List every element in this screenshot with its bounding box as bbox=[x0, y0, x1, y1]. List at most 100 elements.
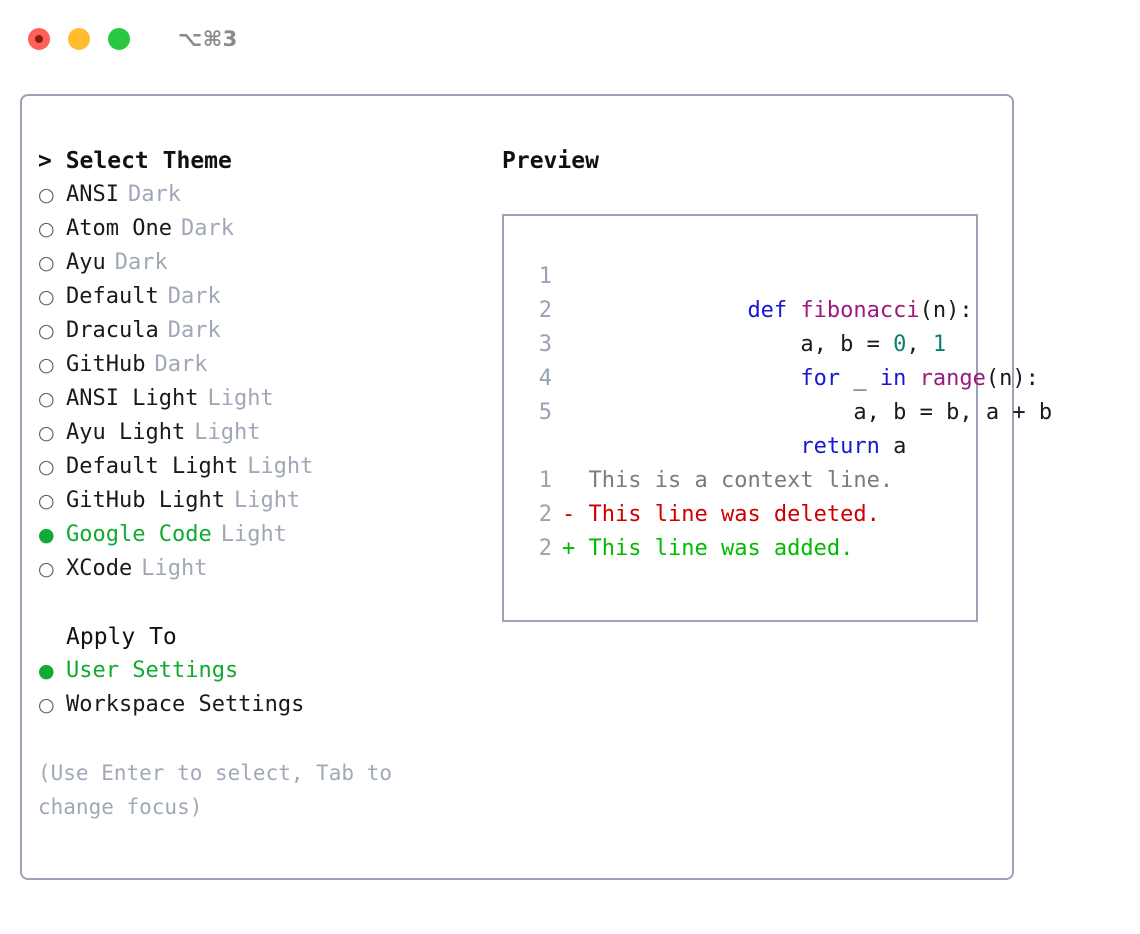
code-token: _ bbox=[853, 366, 880, 391]
code-token: a, b = bbox=[747, 332, 894, 357]
diff-line-context: 1 This is a context line. bbox=[518, 464, 976, 498]
diff-text: This line was deleted. bbox=[588, 502, 880, 527]
radio-icon: ○ bbox=[38, 456, 55, 478]
diff-marker: - bbox=[562, 502, 589, 527]
code-token: range bbox=[919, 366, 986, 391]
theme-option-ansi-light[interactable]: ○ ANSI Light Light bbox=[38, 382, 478, 416]
line-number: 3 bbox=[538, 332, 552, 357]
diff-line-deleted: 2 - This line was deleted. bbox=[518, 498, 976, 532]
apply-to-option-label: Workspace Settings bbox=[66, 692, 305, 717]
radio-icon: ○ bbox=[38, 184, 55, 206]
radio-icon: ○ bbox=[38, 286, 55, 308]
radio-icon-selected: ● bbox=[38, 660, 55, 682]
code-token: (n): bbox=[919, 298, 973, 323]
preview-code-box: 1 def fibonacci(n): 2 a, b = 0, 1 3 bbox=[502, 214, 1052, 622]
theme-option-ayu-light[interactable]: ○ Ayu Light Light bbox=[38, 416, 478, 450]
radio-icon: ○ bbox=[38, 694, 55, 716]
theme-option-xcode[interactable]: ○ XCode Light bbox=[38, 552, 478, 586]
theme-option-ansi[interactable]: ○ ANSI Dark bbox=[38, 178, 478, 212]
theme-option-label: GitHub Light bbox=[66, 488, 225, 513]
theme-option-label: ANSI bbox=[66, 182, 119, 207]
line-number: 5 bbox=[538, 400, 552, 425]
code-token: 1 bbox=[932, 332, 947, 357]
theme-option-tag: Dark bbox=[114, 250, 168, 275]
line-number: 2 bbox=[538, 536, 552, 561]
theme-option-atom-one[interactable]: ○ Atom One Dark bbox=[38, 212, 478, 246]
code-content: for _ in range(n): bbox=[562, 328, 1039, 430]
theme-picker-dialog: > Select Theme ○ ANSI Dark ○ Atom One Da… bbox=[20, 94, 1052, 880]
theme-option-tag: Dark bbox=[127, 182, 181, 207]
theme-option-default-light[interactable]: ○ Default Light Light bbox=[38, 450, 478, 484]
theme-option-tag: Light bbox=[220, 522, 287, 547]
theme-option-tag: Light bbox=[141, 556, 208, 581]
close-window-button[interactable] bbox=[28, 28, 50, 50]
apply-to-option-workspace-settings[interactable]: ○ Workspace Settings bbox=[38, 688, 478, 722]
theme-option-ayu[interactable]: ○ Ayu Dark bbox=[38, 246, 478, 280]
radio-icon: ○ bbox=[38, 218, 55, 240]
diff-marker bbox=[562, 464, 589, 498]
theme-option-tag: Light bbox=[233, 488, 301, 513]
code-line: 2 a, b = 0, 1 bbox=[518, 294, 976, 357]
radio-icon-selected: ● bbox=[38, 524, 55, 546]
theme-option-label: Atom One bbox=[66, 216, 172, 241]
window-shortcut-label: ⌥⌘3 bbox=[178, 27, 238, 51]
apply-to-option-label: User Settings bbox=[66, 658, 239, 683]
code-token: def bbox=[747, 298, 801, 323]
maximize-window-button[interactable] bbox=[108, 28, 130, 50]
theme-list[interactable]: ○ ANSI Dark ○ Atom One Dark ○ Ayu Dark bbox=[38, 178, 478, 586]
radio-icon: ○ bbox=[38, 558, 55, 580]
theme-option-github[interactable]: ○ GitHub Dark bbox=[38, 348, 478, 382]
close-icon bbox=[35, 35, 43, 43]
diff-text: This line was added. bbox=[588, 536, 854, 561]
apply-to-option-user-settings[interactable]: ● User Settings bbox=[38, 654, 478, 688]
radio-icon: ○ bbox=[38, 354, 55, 376]
code-content: a, b = 0, 1 bbox=[562, 294, 946, 396]
apply-to-section: Apply To ● User Settings ○ Workspace Set… bbox=[38, 620, 478, 722]
diff-marker: + bbox=[562, 536, 589, 561]
theme-option-label: Ayu bbox=[66, 250, 106, 275]
theme-option-tag: Light bbox=[194, 420, 261, 445]
code-token: return bbox=[747, 434, 894, 459]
line-number: 1 bbox=[538, 468, 552, 493]
code-line: 3 for _ in range(n): bbox=[518, 328, 1039, 391]
theme-option-tag: Dark bbox=[167, 318, 221, 343]
code-line: 5 return a bbox=[518, 396, 976, 459]
code-line: 1 def fibonacci(n): bbox=[518, 260, 976, 323]
line-number: 2 bbox=[538, 298, 552, 323]
theme-option-label: Ayu Light bbox=[66, 420, 186, 445]
radio-icon: ○ bbox=[38, 320, 55, 342]
theme-option-label: Dracula bbox=[66, 318, 159, 343]
code-content: a, b = b, a + b bbox=[562, 362, 1052, 464]
code-token: a bbox=[893, 434, 907, 459]
theme-option-label: Google Code bbox=[66, 522, 212, 547]
code-token: 0 bbox=[893, 332, 907, 357]
code-token: in bbox=[879, 366, 920, 391]
theme-option-label: Default Light bbox=[66, 454, 239, 479]
radio-icon: ○ bbox=[38, 388, 55, 410]
theme-option-default[interactable]: ○ Default Dark bbox=[38, 280, 478, 314]
preview-column: Preview 1 def fibonacci(n): 2 a, b = 0, … bbox=[502, 144, 1052, 622]
radio-icon: ○ bbox=[38, 422, 55, 444]
keyboard-hint-text: (Use Enter to select, Tab to change focu… bbox=[38, 761, 405, 819]
theme-option-label: GitHub bbox=[66, 352, 146, 377]
code-token: (n): bbox=[985, 366, 1039, 391]
theme-option-dracula[interactable]: ○ Dracula Dark bbox=[38, 314, 478, 348]
code-content: def fibonacci(n): bbox=[562, 260, 973, 362]
theme-option-tag: Light bbox=[247, 454, 314, 479]
traffic-light-group bbox=[28, 28, 130, 50]
theme-option-tag: Dark bbox=[167, 284, 221, 309]
radio-icon: ○ bbox=[38, 490, 55, 512]
line-number: 1 bbox=[538, 264, 552, 289]
theme-option-google-code[interactable]: ● Google Code Light bbox=[38, 518, 478, 552]
code-token: for bbox=[747, 366, 854, 391]
theme-option-label: Default bbox=[66, 284, 159, 309]
apply-to-heading: Apply To bbox=[66, 624, 177, 650]
code-content: return a bbox=[562, 396, 906, 498]
preview-heading: Preview bbox=[502, 148, 599, 174]
title-bar: ⌥⌘3 bbox=[0, 0, 1140, 78]
line-number: 2 bbox=[538, 502, 552, 527]
minimize-window-button[interactable] bbox=[68, 28, 90, 50]
theme-option-github-light[interactable]: ○ GitHub Light Light bbox=[38, 484, 478, 518]
diff-line-added: 2 + This line was added. bbox=[518, 532, 976, 566]
